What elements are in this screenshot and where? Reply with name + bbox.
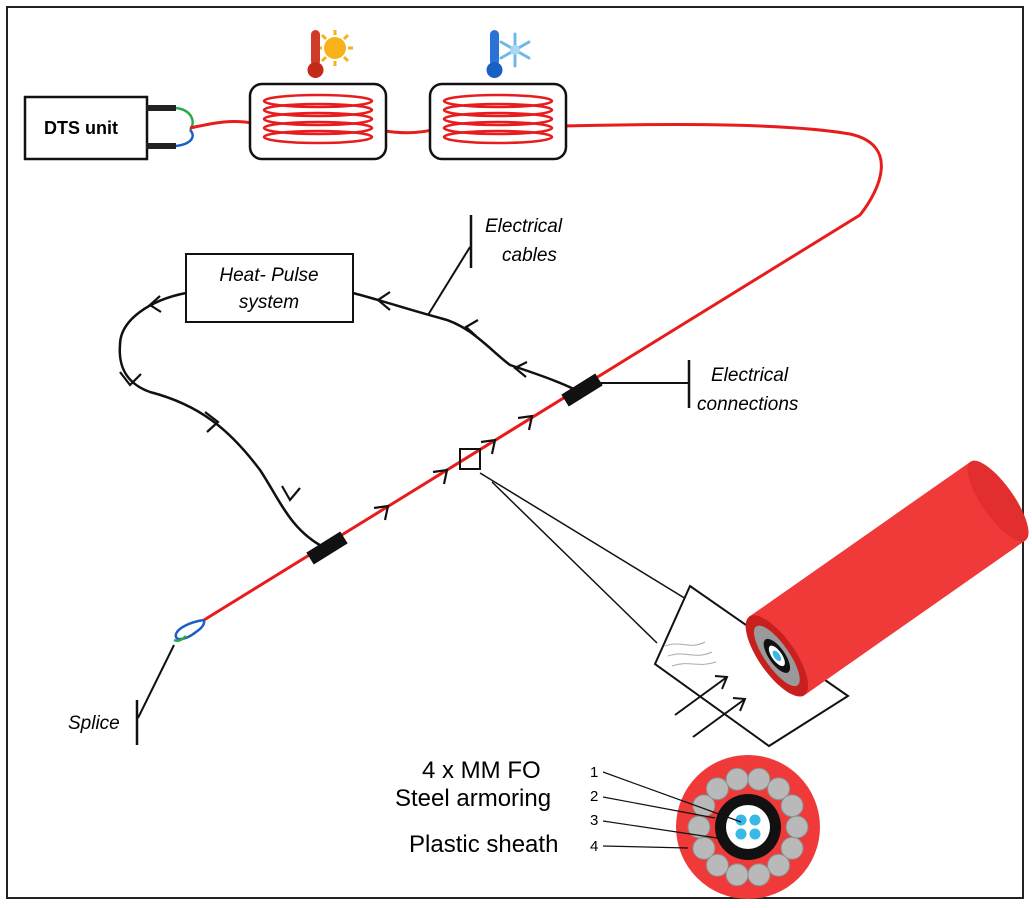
layer-label-2: Steel armoring <box>395 785 551 812</box>
electrical-cable-left <box>118 291 326 550</box>
heat-pulse-line2: system <box>239 292 299 313</box>
layer-label-4: Plastic sheath <box>409 831 558 858</box>
fiber-core <box>749 828 761 840</box>
fiber-strands <box>664 641 717 667</box>
zoom-line-lower <box>491 481 658 644</box>
steel-wire <box>780 794 804 818</box>
thermometer-sun-icon <box>307 30 353 78</box>
cutaway-frame <box>653 584 850 748</box>
arrow-mark <box>517 414 534 431</box>
steel-wire <box>747 863 771 887</box>
thermometer-snowflake-icon <box>486 30 531 78</box>
dts-unit-box <box>23 95 149 161</box>
heat-pulse-box <box>185 253 354 323</box>
electrical-connections-label: Electrical connections <box>598 360 799 415</box>
diagram-frame <box>6 6 1024 899</box>
steel-wire <box>767 853 791 877</box>
pointer-arrowhead <box>732 697 747 712</box>
inner-tube <box>726 805 770 849</box>
layer-number-4: 4 <box>590 838 598 855</box>
dts-unit-label: DTS unit <box>44 118 118 138</box>
steel-wire <box>705 777 729 801</box>
leader-line <box>427 246 471 316</box>
steel-wire <box>725 863 749 887</box>
cold-bath-coil <box>442 93 554 145</box>
pointer-arrow <box>674 676 728 716</box>
dts-connector-top <box>146 105 176 111</box>
leader-line-1 <box>602 771 742 823</box>
electrical-connections-line2: connections <box>697 394 799 415</box>
arrow-mark <box>480 438 497 455</box>
arrow-mark <box>373 504 390 521</box>
steel-wire <box>705 853 729 877</box>
splice-loop-blue <box>174 618 206 641</box>
fiber-core <box>735 828 747 840</box>
fiber-core <box>735 814 747 826</box>
arrow-mark <box>281 485 301 502</box>
electrical-connection-upper <box>561 373 603 407</box>
fiber-core <box>749 814 761 826</box>
electrical-connection-lower <box>306 531 348 565</box>
arrow-mark <box>119 371 142 387</box>
electrical-connections-line1: Electrical <box>711 365 789 386</box>
cold-bath <box>428 30 568 161</box>
warm-bath <box>248 30 388 161</box>
leader-line-4 <box>602 845 689 849</box>
cable-arrows <box>119 291 534 521</box>
heat-pulse-system: Heat- Pulse system <box>185 253 354 323</box>
leader-line <box>137 644 175 719</box>
leader-line-3 <box>602 820 718 839</box>
layer-label-1: 4 x MM FO <box>422 757 541 784</box>
electrical-cables-label: Electrical cables <box>427 215 563 316</box>
steel-wire <box>780 836 804 860</box>
splice: Splice <box>68 618 206 745</box>
steel-wire <box>692 794 716 818</box>
steel-wire <box>725 767 749 791</box>
steel-wire <box>692 836 716 860</box>
pointer-arrowhead <box>714 675 729 690</box>
steel-wire <box>747 767 771 791</box>
heat-pulse-line1: Heat- Pulse <box>219 265 318 286</box>
splice-label: Splice <box>68 713 120 734</box>
cable-3d-body <box>745 460 1029 697</box>
dts-connector-bottom <box>146 143 176 149</box>
dts-unit: DTS unit <box>23 95 194 161</box>
steel-wire <box>785 815 809 839</box>
cable-3d-cutaway <box>653 460 1029 748</box>
electrical-cables-line2: cables <box>502 245 557 266</box>
zoom-box <box>459 448 481 470</box>
cable-cross-section: 4 x MM FO Steel armoring Plastic sheath … <box>395 755 820 899</box>
steel-armoring-wires <box>687 767 809 887</box>
layer-number-2: 2 <box>590 788 598 805</box>
arrow-mark <box>512 361 528 378</box>
splice-loop-green <box>173 635 187 643</box>
pointer-arrow <box>692 698 746 738</box>
fiber-to-warm-bath <box>189 119 259 130</box>
steel-wire <box>767 777 791 801</box>
arrow-mark <box>148 295 162 313</box>
fiber-main-run <box>203 122 883 622</box>
arrow-mark <box>432 468 449 485</box>
layer-number-3: 3 <box>590 812 598 829</box>
electrical-cables-line1: Electrical <box>485 216 563 237</box>
arrow-mark <box>376 291 391 311</box>
layer-number-1: 1 <box>590 764 598 781</box>
arrow-mark <box>464 319 479 337</box>
warm-bath-coil <box>262 93 374 145</box>
dts-loop-blue <box>175 129 194 148</box>
arrow-mark <box>204 411 220 433</box>
leader-line-2 <box>602 796 716 819</box>
